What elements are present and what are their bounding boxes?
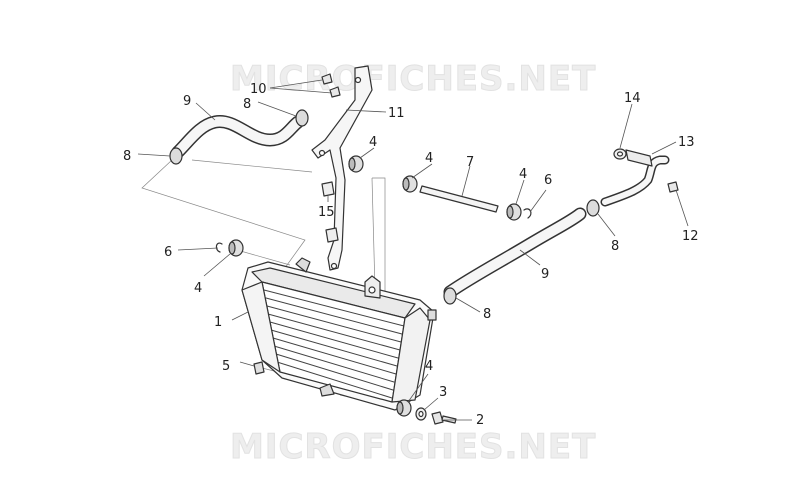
callout-1: 1 — [214, 315, 222, 330]
circlip-left — [215, 242, 223, 253]
washer — [415, 407, 427, 421]
oil-pipe — [600, 149, 670, 207]
callout-4-right: 4 — [519, 167, 527, 182]
callout-2: 2 — [476, 413, 484, 428]
grommets — [321, 181, 339, 243]
oil-cooler-radiator — [241, 257, 437, 411]
callout-11: 11 — [388, 106, 405, 121]
callout-9-left: 9 — [183, 94, 191, 109]
callout-9-right: 9 — [541, 267, 549, 282]
callout-3: 3 — [439, 385, 447, 400]
callout-13: 13 — [678, 135, 695, 150]
lower-right-hose — [443, 207, 587, 299]
callout-10: 10 — [250, 82, 267, 97]
callout-6-right: 6 — [544, 173, 552, 188]
rubber-mount-upper — [348, 155, 364, 173]
callout-4-lower: 4 — [425, 359, 433, 374]
callout-4-middle: 4 — [425, 151, 433, 166]
callout-labels: 1 2 3 4 4 4 4 4 5 6 6 7 8 8 8 8 9 9 10 1… — [123, 82, 699, 428]
sealing-washer — [613, 148, 627, 160]
callout-14: 14 — [624, 91, 641, 106]
rubber-mount-right — [506, 203, 522, 221]
callout-4-upper: 4 — [369, 135, 377, 150]
callout-12: 12 — [682, 229, 699, 244]
watermark-bottom: MICROFICHES.NET — [230, 427, 596, 467]
callout-15: 15 — [318, 205, 335, 220]
leader-lines — [137, 79, 689, 421]
callout-5: 5 — [222, 359, 230, 374]
hose-clamp-upper — [295, 109, 309, 127]
watermark-top: MICROFICHES.NET — [230, 59, 596, 99]
callout-6-left: 6 — [164, 245, 172, 260]
callout-7: 7 — [466, 155, 474, 170]
upper-left-hose — [171, 115, 305, 159]
rubber-mount-lower — [396, 399, 412, 417]
callout-8-right: 8 — [611, 239, 619, 254]
callout-8-left: 8 — [123, 149, 131, 164]
callout-8-upper: 8 — [243, 97, 251, 112]
bolt — [431, 411, 457, 425]
hose-clamp-left — [169, 147, 183, 165]
callout-4-left: 4 — [194, 281, 202, 296]
pipe-bolt — [667, 181, 679, 193]
bolt-pair — [321, 73, 341, 98]
mounting-bracket — [311, 65, 373, 271]
rubber-mount-middle — [402, 175, 418, 193]
hose-clamp-right — [586, 199, 600, 217]
callout-8-lower-right: 8 — [483, 307, 491, 322]
nut — [253, 361, 265, 375]
spacer-pin — [419, 185, 499, 213]
hose-clamp-lower-right — [443, 287, 457, 305]
rubber-mount-left — [228, 239, 244, 257]
circlip-right — [523, 208, 532, 219]
